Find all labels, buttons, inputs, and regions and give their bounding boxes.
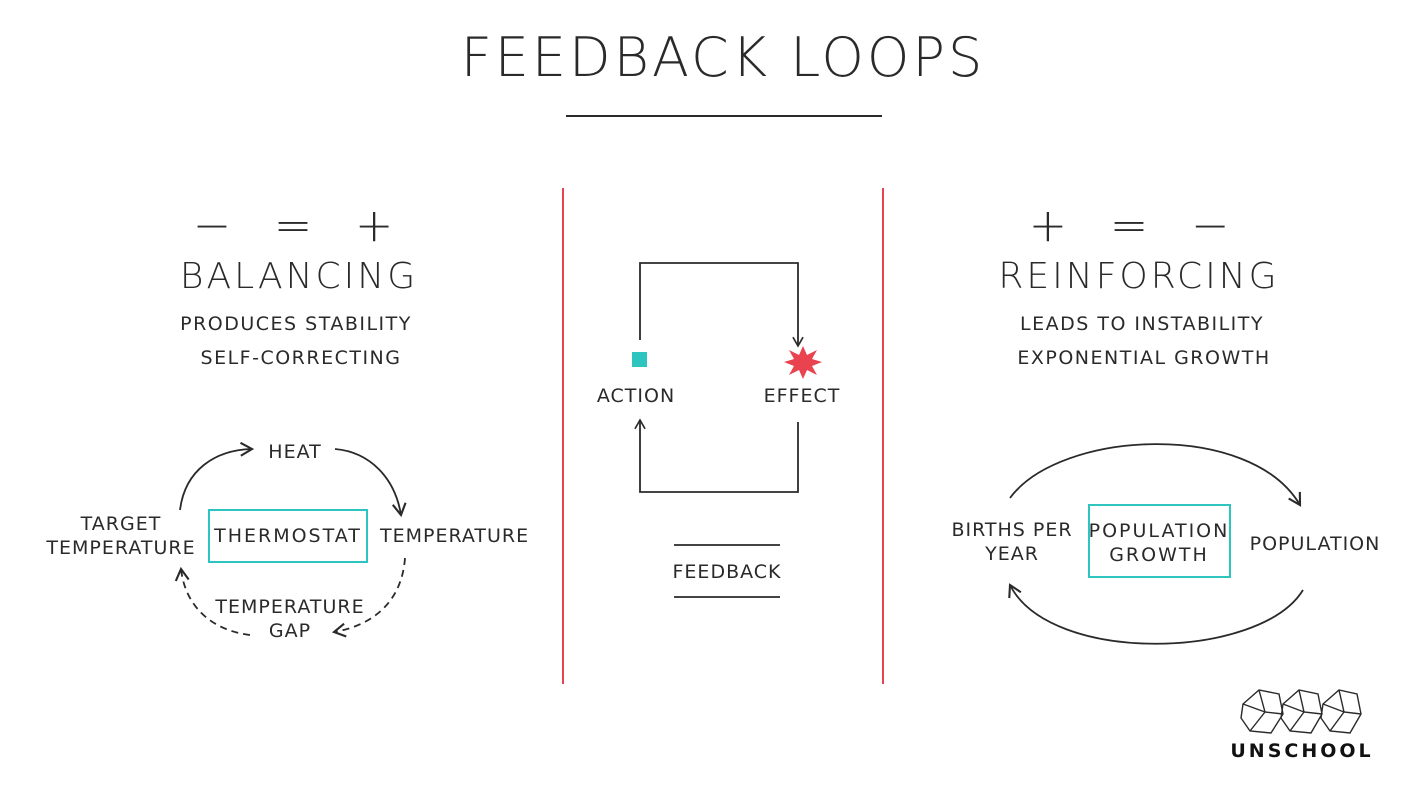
population-growth-line2: GROWTH [1109,544,1209,566]
population-growth-box [1088,504,1231,578]
arrow-target-to-heat [179,441,255,511]
node-target-line2: TEMPERATURE [46,537,196,559]
node-population: POPULATION [1249,533,1381,555]
thermostat-label: THERMOSTAT [214,525,362,547]
node-target-line1: TARGET [80,513,162,535]
node-gap-line2: GAP [268,620,312,642]
red-burst-icon [784,346,822,379]
brand-wordmark: UNSCHOOL [1230,740,1374,762]
thermostat-box [208,509,368,563]
action-label: ACTION [596,385,676,407]
teal-square-icon [632,352,647,367]
node-births-line1: BIRTHS PER [951,519,1073,541]
arrow-temperature-to-gap [331,557,406,638]
population-growth-label: POPULATION GROWTH [1089,519,1230,567]
balancing-symbols: − = + [192,198,408,252]
balancing-line1: PRODUCES STABILITY [180,313,412,335]
arrow-action-to-effect [639,262,804,348]
reinforcing-line2: EXPONENTIAL GROWTH [1017,347,1271,369]
node-target-temperature: TARGET TEMPERATURE [46,512,195,560]
unschool-polyhedra-logo-icon [1240,689,1362,734]
reinforcing-heading: REINFORCING [998,256,1280,297]
feedback-label: FEEDBACK [672,561,782,583]
arrow-births-to-population [1009,443,1302,507]
arrow-gap-to-target [174,566,251,636]
arrow-heat-to-temperature [334,448,407,518]
arrow-population-to-births [1008,583,1304,645]
page-title: FEEDBACK LOOPS [460,26,986,89]
node-temperature-gap: TEMPERATURE GAP [215,595,364,643]
reinforcing-symbols: + = − [1028,198,1244,252]
balancing-line2: SELF-CORRECTING [200,347,402,369]
reinforcing-line1: LEADS TO INSTABILITY [1020,313,1264,335]
balancing-heading: BALANCING [179,256,419,297]
node-births-line2: YEAR [985,543,1039,565]
arrow-feedback-return [634,418,799,493]
node-temperature: TEMPERATURE [380,525,530,547]
node-births-per-year: BIRTHS PER YEAR [951,518,1072,566]
effect-label: EFFECT [763,385,841,407]
node-heat: HEAT [268,441,322,463]
node-gap-line1: TEMPERATURE [215,596,365,618]
population-growth-line1: POPULATION [1088,520,1230,542]
